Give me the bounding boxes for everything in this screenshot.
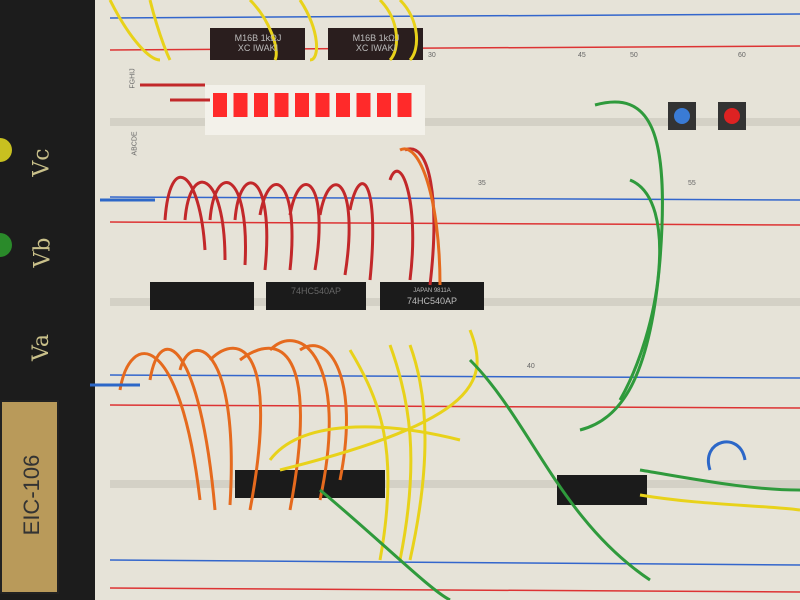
col-50: 50 [630, 52, 638, 59]
wires-orange [118, 147, 442, 511]
led-segment [254, 93, 268, 117]
chip-3-line2: 74HC540AP [290, 286, 342, 296]
led-segment [377, 93, 391, 117]
vc-label: Vc [29, 148, 55, 177]
chip-3-label: 74HC540AP [266, 286, 366, 296]
chip-4-line1: JAPAN 9811A [413, 288, 451, 294]
power-rails [109, 13, 800, 593]
chip-1-line1: M16B 1kΩJ [234, 33, 282, 43]
va-label: Va [28, 334, 54, 361]
wires-red [140, 83, 436, 286]
wires-yellow [108, 0, 800, 561]
led-segment [397, 93, 412, 117]
ic-chip-5 [557, 475, 647, 505]
row-label-fghij: FGHIJ [129, 68, 137, 89]
col-45: 45 [578, 52, 586, 59]
ic-chip-3 [380, 282, 484, 310]
ic-chip-4 [235, 470, 385, 498]
ic-chip-2 [266, 282, 366, 310]
led-segment [336, 93, 350, 117]
led-segment [274, 93, 289, 117]
col-55: 55 [688, 180, 696, 187]
led-segment [295, 93, 309, 117]
col-35: 35 [478, 180, 486, 187]
chip-1-label: M16B 1kΩJ XC IWAKI [212, 33, 304, 53]
col-30: 30 [428, 52, 436, 59]
vb-label: Vb [30, 237, 56, 268]
col-40: 40 [527, 363, 535, 370]
module-label: EIC-106 [19, 454, 44, 536]
panel-jacks [0, 138, 12, 257]
led-bar-graph [213, 93, 412, 117]
chip-1-line2: XC IWAKI [237, 43, 279, 53]
led-segment [356, 93, 371, 117]
col-60: 60 [738, 52, 746, 59]
chip-2-line1: M16B 1kΩJ [352, 33, 400, 43]
ic-chip-1 [150, 282, 254, 310]
chip-2-line2: XC IWAKI [355, 43, 397, 53]
resistor-network-chip-1 [210, 28, 305, 60]
row-label-abcde: ABCDE [131, 131, 139, 156]
led-segment [233, 93, 248, 117]
wires-blue [90, 198, 747, 471]
chip-4-line2: 74HC540AP [406, 296, 458, 306]
chip-2-label: M16B 1kΩJ XC IWAKI [330, 33, 422, 53]
led-segment [213, 93, 227, 117]
eic-106-module: EIC-106 [0, 400, 59, 594]
chip-4-label: JAPAN 9811A 74HC540AP [380, 286, 484, 306]
resistor-network-chip-2 [328, 28, 423, 60]
wires-green [319, 100, 800, 600]
led-segment [315, 93, 330, 117]
